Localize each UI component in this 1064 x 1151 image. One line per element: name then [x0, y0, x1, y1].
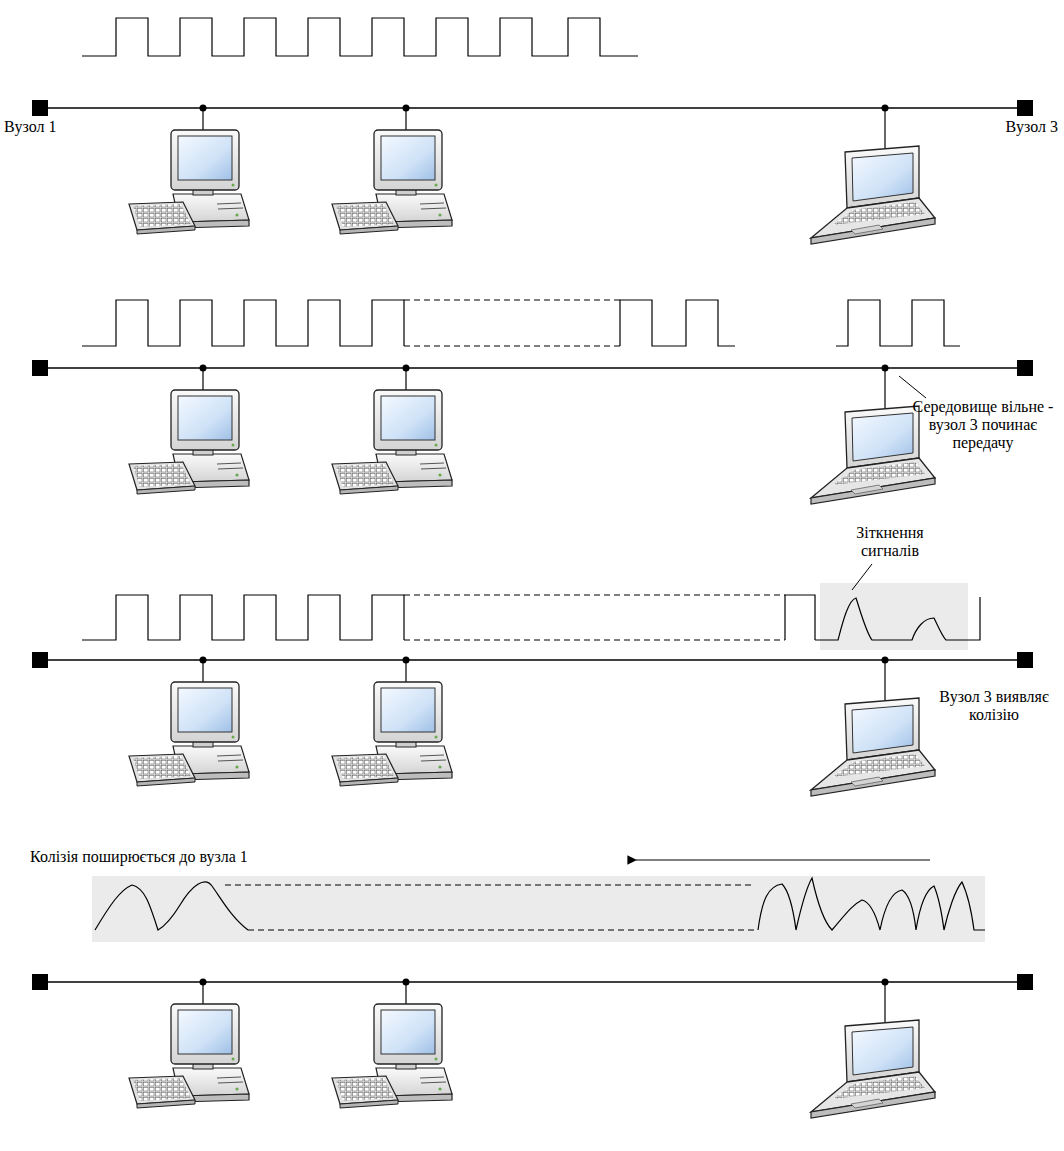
terminator	[1017, 360, 1033, 376]
collision-signal	[95, 882, 248, 930]
terminator	[32, 652, 48, 668]
terminator	[1017, 100, 1033, 116]
signal-wave	[620, 300, 735, 346]
desktop-computer	[129, 982, 249, 1108]
collision-signal	[758, 878, 985, 930]
leader-line	[852, 564, 872, 590]
laptop-computer	[811, 982, 935, 1118]
collision-signal	[815, 597, 980, 640]
signal-wave	[82, 18, 638, 56]
signal-waveforms	[82, 18, 960, 640]
bus-cable	[40, 367, 1025, 369]
desktop-computer	[332, 660, 452, 786]
annotation-label: Вузол 3	[980, 118, 1058, 136]
signal-wave	[836, 300, 960, 346]
signal-wave	[82, 300, 404, 346]
collision-band	[92, 876, 985, 942]
desktop-computer	[332, 368, 452, 494]
terminator	[1017, 974, 1033, 990]
desktop-computer	[129, 368, 249, 494]
dashed-signal	[404, 346, 620, 347]
bus-cable	[40, 659, 1025, 661]
propagation-arrow	[636, 859, 930, 860]
terminator	[32, 974, 48, 990]
bus-cable	[40, 107, 1025, 109]
annotation-label: Колізія поширюється до вузла 1	[30, 848, 330, 866]
signal-wave	[82, 595, 404, 640]
desktop-computer	[129, 660, 249, 786]
dashed-signal	[225, 885, 755, 886]
signal-wave	[785, 595, 815, 640]
computers	[129, 108, 935, 1118]
desktop-computer	[332, 982, 452, 1108]
laptop-computer	[811, 660, 935, 796]
laptop-computer	[811, 108, 935, 244]
annotation-label: Середовище вільне - вузол 3 починає пере…	[906, 398, 1060, 452]
dashed-signal	[248, 930, 755, 931]
desktop-computer	[332, 108, 452, 234]
desktop-computer	[129, 108, 249, 234]
laptop-computer	[811, 368, 935, 504]
annotation-label: Вузол 3 виявляє колізію	[928, 688, 1060, 724]
terminator	[32, 100, 48, 116]
terminator	[1017, 652, 1033, 668]
bus-cable	[40, 981, 1025, 983]
annotation-label: Зіткнення сигналів	[830, 524, 950, 560]
dashed-signal	[404, 640, 785, 641]
dashed-signal	[404, 300, 620, 301]
terminator	[32, 360, 48, 376]
annotation-label: Вузол 1	[4, 118, 84, 136]
leader-line	[899, 376, 926, 398]
dashed-signal	[404, 595, 785, 596]
